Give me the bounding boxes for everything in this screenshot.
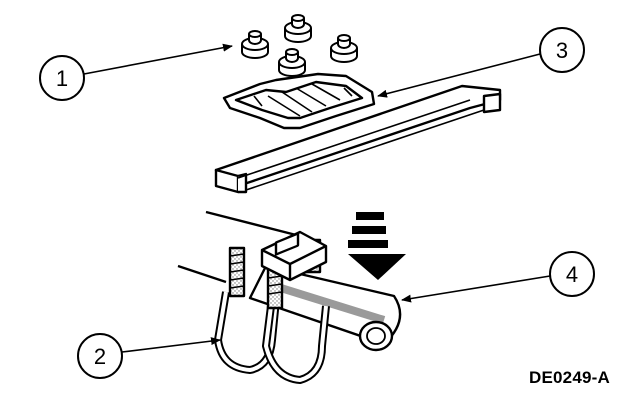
callout-number-4: 4 [566,262,578,287]
nut [330,34,358,63]
callout-4: 4 [549,251,595,297]
callout-3: 3 [539,27,585,73]
callout-circle [39,55,85,101]
crossmember-rail [214,84,502,194]
callout-number-2: 2 [94,344,106,369]
nut [241,30,269,59]
callout-number-1: 1 [56,66,68,91]
nut-group [241,14,358,77]
callout-circle [77,333,123,379]
nut [284,14,312,43]
u-bolt-clamp [214,230,330,384]
exhaust-pipe [177,210,402,352]
figure-id-label: DE0249-A [529,368,610,387]
leader-line-4 [401,275,551,303]
callout-circle [549,251,595,297]
mounting-bracket [222,72,376,130]
arrow-down-icon [348,212,406,280]
leader-line-3 [377,53,541,98]
callout-circle [539,27,585,73]
callout-number-3: 3 [556,38,568,63]
callout-1: 1 [39,55,85,101]
leader-lines [83,43,551,353]
leader-line-1 [83,43,233,75]
callout-2: 2 [77,333,123,379]
nut [278,48,306,77]
leader-line-2 [121,337,221,353]
